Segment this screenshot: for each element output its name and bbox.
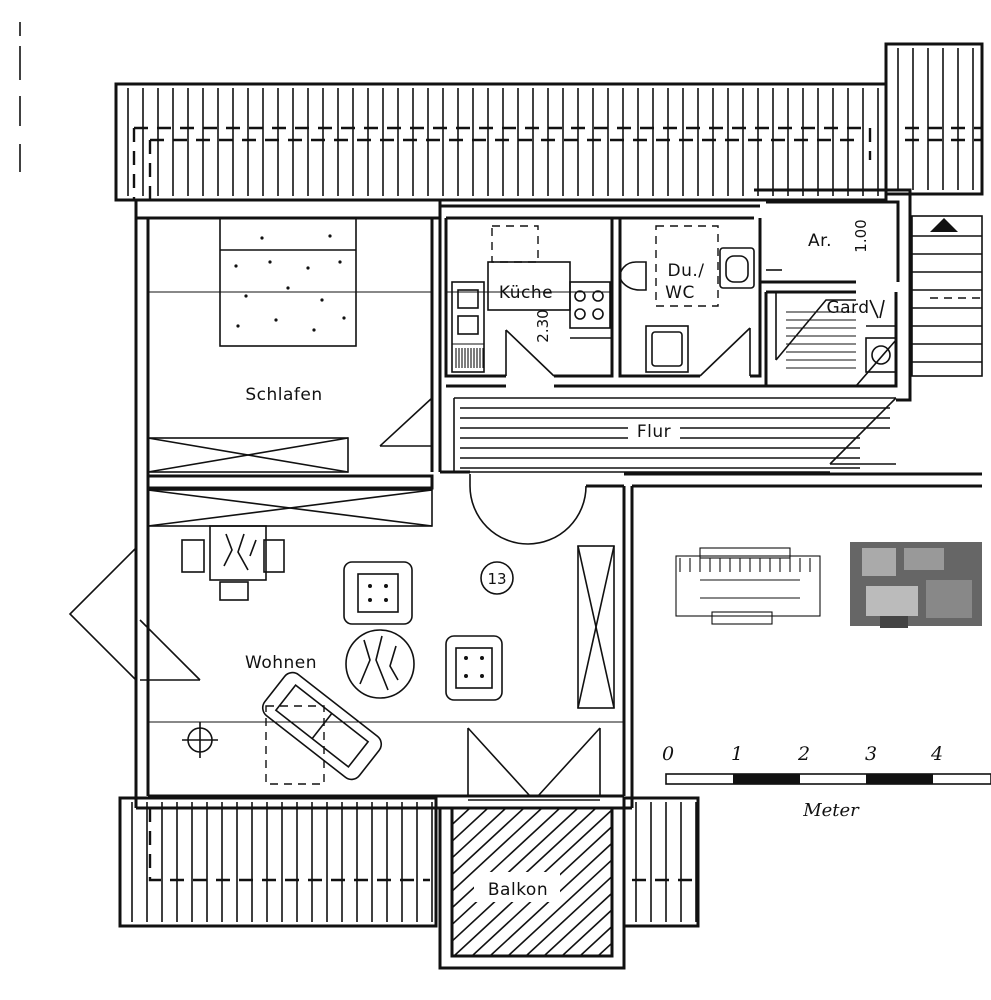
light-symbol (182, 722, 218, 758)
unit-number: 13 (487, 570, 506, 588)
scale-tick-2: 2 (797, 743, 810, 765)
storage-fittings (766, 269, 897, 387)
door-wohnen (469, 474, 587, 545)
armchair-2 (445, 635, 503, 701)
scale-bar: 0 1 2 3 4 Meter (662, 743, 991, 821)
sofa-footprint (265, 705, 325, 785)
roof-top (114, 82, 888, 202)
room-label-du: Du./ (668, 261, 705, 281)
wardrobe-schlafen (147, 437, 349, 473)
dining-table (181, 525, 285, 601)
room-label-wc: WC (665, 283, 695, 303)
coffee-table (345, 629, 415, 699)
bed (219, 217, 357, 347)
stair (911, 215, 983, 377)
roof-bottom (118, 796, 700, 928)
balcony-door (467, 727, 601, 801)
dimension-ar: 1.00 (852, 219, 870, 252)
corridor-flur (453, 397, 897, 473)
key-plan-outline (675, 547, 821, 625)
shelf-wohnen (147, 489, 433, 527)
dimension-kueche: 2.30 (534, 309, 552, 342)
sofa (261, 671, 383, 781)
scale-unit-label: Meter (802, 800, 860, 821)
door-schlafen (379, 397, 433, 447)
room-label-gard: Gard (826, 298, 869, 318)
bathroom-fittings (619, 225, 755, 377)
unit-number-marker: 13 (480, 561, 514, 595)
armchair-1 (343, 561, 413, 625)
room-label-kueche: Küche (499, 283, 553, 303)
scale-tick-0: 0 (662, 743, 674, 765)
room-label-ar: Ar. (808, 231, 832, 251)
balcony (438, 806, 626, 970)
interior-walls (444, 218, 898, 388)
room-label-balkon: Balkon (488, 880, 548, 900)
room-label-wohnen: Wohnen (245, 653, 317, 673)
room-label-schlafen: Schlafen (245, 385, 322, 405)
roof-top-right (884, 42, 984, 196)
room-label-flur: Flur (637, 422, 671, 442)
key-plan-filled (850, 542, 982, 628)
scale-tick-3: 3 (865, 743, 877, 765)
scale-tick-4: 4 (930, 743, 943, 765)
cabinet-right (577, 545, 615, 709)
window-left (68, 547, 201, 686)
scale-tick-1: 1 (731, 743, 743, 765)
kitchen-fittings (446, 225, 612, 377)
